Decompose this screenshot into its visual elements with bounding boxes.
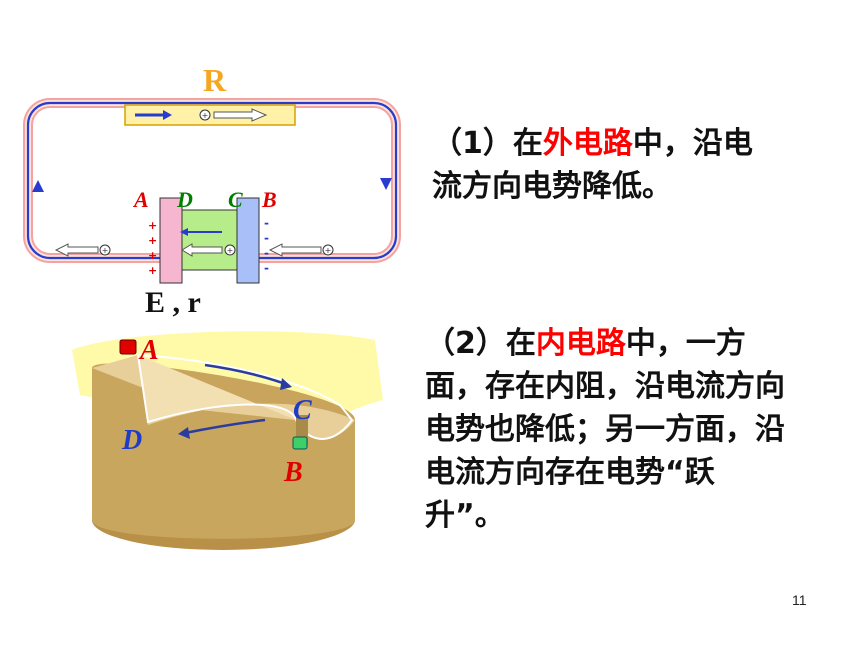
paragraph-external-circuit: （1）在外电路中，沿电流方向电势降低。	[432, 126, 753, 204]
cylinder-B-label: B	[284, 457, 303, 488]
svg-text:+: +	[325, 246, 332, 255]
cylinder-A-label: A	[140, 335, 159, 366]
resistor-label: R	[203, 62, 227, 98]
cylinder-D-label: D	[122, 425, 143, 456]
paragraph-internal-circuit: （2）在内电路中，一方面，存在内阻，沿电流方向电势也降低；另一方面，沿电流方向存…	[425, 326, 785, 533]
source-label: E , r	[145, 286, 201, 319]
svg-text:+: +	[202, 111, 209, 120]
circuit-diagram: + + + +	[23, 98, 401, 284]
cylinder-C-label: C	[293, 395, 312, 426]
terminal-A-label: A	[134, 187, 149, 212]
svg-text:+: +	[227, 246, 234, 255]
terminal-D-label: D	[177, 187, 193, 212]
cylinder-diagram	[72, 331, 383, 550]
terminal-C-label: C	[228, 187, 243, 212]
terminal-B-label: B	[262, 187, 277, 212]
page-number: 11	[792, 592, 807, 608]
svg-text:+: +	[102, 246, 109, 255]
minus-signs: ----	[264, 216, 269, 275]
plus-signs: ++++	[148, 219, 158, 277]
